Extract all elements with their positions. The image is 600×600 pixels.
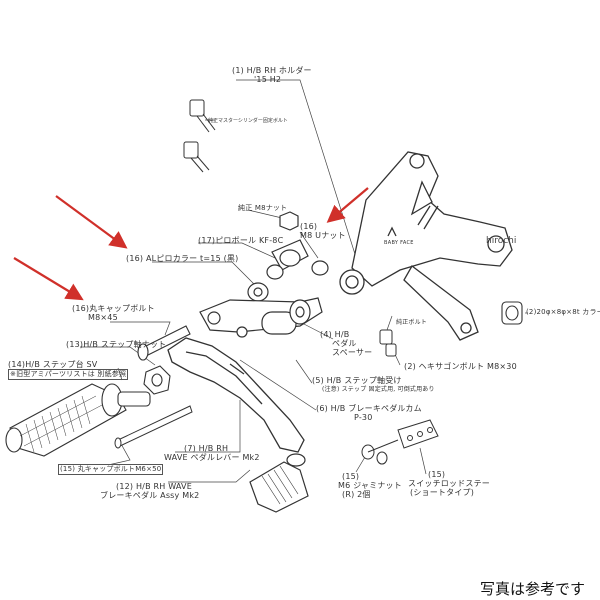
leader-small-bolt	[386, 315, 393, 331]
arrow-p16-bolt	[13, 257, 84, 301]
peg-cap	[286, 453, 306, 467]
leader-m8-nut	[247, 209, 283, 219]
leader-p15-stay	[419, 447, 427, 475]
label-p1: (1) H/B RH ホルダー '15 H2	[232, 66, 312, 84]
label-p6: (6) H/B ブレーキペダルカム P-30	[316, 404, 422, 422]
step-nut-13	[143, 365, 171, 395]
leader-p12	[168, 469, 251, 483]
label-p12: (12) H/B RH WAVE ブレーキペダル Assy Mk2	[100, 482, 200, 500]
leader-p17	[198, 242, 285, 263]
brake-pedal-arm	[167, 337, 305, 453]
leader-p16-ball	[152, 261, 259, 289]
label-p15-cap: (15) 丸キャップボルトM6×50	[58, 464, 164, 475]
label-p16-bolt: (16)丸キャップボルト M8×45	[72, 304, 155, 322]
label-p4: (4) H/B ペダル スペーサー	[320, 330, 373, 357]
footpeg-shaft	[117, 391, 151, 407]
label-p14: (14)H/B ステップ台 SV ※旧型アミパーツリストは 別紙参照	[8, 360, 129, 380]
small-bolt-head	[379, 329, 393, 345]
label-p13: (13)H/B ステップ軸ナット	[66, 340, 167, 349]
bolt-head-upper	[189, 99, 205, 117]
leader-p14	[117, 367, 123, 381]
holder-hole-top	[409, 153, 425, 169]
switch-stay	[361, 419, 439, 465]
footpeg-knurl	[19, 395, 105, 453]
brake-peg-body	[249, 461, 309, 513]
leader-p5	[295, 359, 313, 384]
holder-hole-right	[487, 235, 505, 253]
arrow-p16-nut	[326, 187, 369, 223]
leader-p13	[80, 346, 156, 366]
rh-holder	[339, 151, 513, 341]
master-bolt-text: 純正マスターシリンダー固定ボルト	[208, 118, 288, 124]
holder-cutout	[410, 180, 433, 216]
reference-photo-note: 写真は参考です	[480, 580, 586, 598]
label-p2-hex: (2) ヘキサゴンボルト M8×30	[404, 362, 517, 371]
bolt-head-lower	[183, 141, 199, 159]
arrow-p16-collar	[55, 195, 128, 249]
label-small-bolt: 純正ボルト	[396, 319, 428, 326]
u-nut	[311, 260, 329, 276]
label-p15-jam: (15) M6 ジャミナット (R) 2個	[338, 472, 402, 499]
hex-bolts	[379, 329, 397, 357]
highlight-arrows	[13, 187, 369, 301]
holder-brand-text: BABY FACE	[384, 240, 414, 246]
leader-p16-nut	[299, 231, 319, 259]
label-p2-collar: (2)20φ×8φ×8t カラー	[526, 308, 600, 316]
footpeg-end	[5, 427, 23, 453]
master-bolts	[183, 99, 216, 173]
footpeg-14	[5, 383, 151, 457]
cap-bolt-head	[137, 343, 149, 361]
collar-part	[501, 301, 523, 325]
watermark-text: hirochi	[486, 236, 517, 246]
m6-bolt-shank	[117, 405, 193, 447]
pedal-assembly	[199, 211, 329, 338]
leader-lines	[80, 79, 528, 483]
label-p15-stay: (15) スイッチロッドステー (ショートタイプ)	[408, 470, 490, 497]
label-p16-collar: (16) ALピロカラー t=15 (黒)	[126, 254, 239, 263]
cap-bolt-16	[137, 325, 191, 361]
holder-plate	[351, 151, 513, 287]
label-p16-nut: (16) M8 Uナット	[300, 222, 346, 240]
brake-peg	[249, 453, 309, 513]
label-m8-nut: 純正 M8ナット	[238, 204, 288, 212]
pedal-arm-body	[167, 337, 305, 453]
label-p17: (17)ピロボール KF-8C	[198, 236, 284, 245]
hex-bolt-head	[385, 343, 397, 357]
leader-p6	[239, 359, 317, 411]
leader-p16-bolt	[110, 321, 171, 336]
leader-p15-cap	[107, 441, 131, 466]
jam-nut-2	[376, 451, 388, 465]
holder-arm	[403, 265, 479, 341]
pillow-ball-eye	[279, 249, 301, 267]
label-p7: (7) H/B RH WAVE ペダルレバー Mk2	[164, 444, 260, 462]
cap-bolt-15	[114, 405, 193, 449]
label-p5: (5) H/B ステップ軸受け (注意) ステップ 固定式用, 可倒式用あり	[312, 376, 435, 393]
leader-p4	[299, 321, 334, 340]
leader-p7	[175, 400, 241, 453]
m8-nut	[279, 211, 299, 231]
